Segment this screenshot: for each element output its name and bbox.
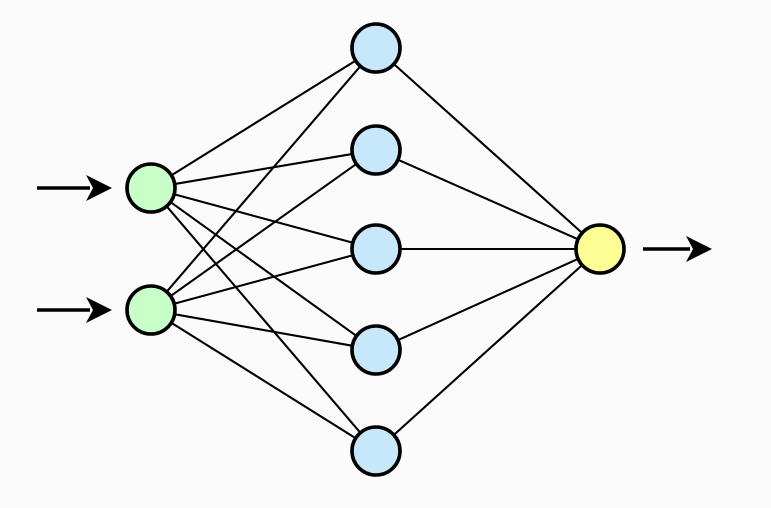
in-arrow-1-icon <box>37 175 112 201</box>
in-arrow-2-icon <box>37 297 112 323</box>
node-h1-hidden[interactable] <box>350 22 402 74</box>
edge-i1-to-h3 <box>172 192 355 245</box>
edge-i1-to-h4 <box>168 200 359 338</box>
edge-i2-to-h5 <box>169 321 358 440</box>
edge-h2-to-o1 <box>395 158 581 241</box>
out-arrow-1-icon <box>643 236 712 262</box>
edge-h1-to-o1 <box>392 62 584 235</box>
edge-i1-to-h5 <box>164 204 363 435</box>
node-o1-output[interactable] <box>574 223 626 275</box>
edge-h5-to-o1 <box>392 263 584 437</box>
node-h5-hidden[interactable] <box>350 425 402 477</box>
node-i1-input[interactable] <box>125 162 177 214</box>
edge-i1-to-h1 <box>169 59 358 177</box>
out-arrow-1-head <box>686 236 712 262</box>
edges-group <box>164 59 584 440</box>
node-h4-hidden[interactable] <box>350 324 402 376</box>
edge-h4-to-o1 <box>395 257 581 342</box>
in-arrow-2-head <box>86 297 112 323</box>
edge-i2-to-h4 <box>172 312 355 348</box>
io-arrows-group <box>37 175 712 323</box>
edge-i2-to-h1 <box>164 64 363 294</box>
in-arrow-1-head <box>86 175 112 201</box>
edge-i2-to-h3 <box>172 253 355 306</box>
node-i2-input[interactable] <box>125 284 177 336</box>
edge-i2-to-h2 <box>168 162 359 298</box>
node-h2-hidden[interactable] <box>350 124 402 176</box>
node-h3-hidden[interactable] <box>350 223 402 275</box>
edge-i1-to-h2 <box>172 152 355 186</box>
nodes-group <box>125 22 626 477</box>
